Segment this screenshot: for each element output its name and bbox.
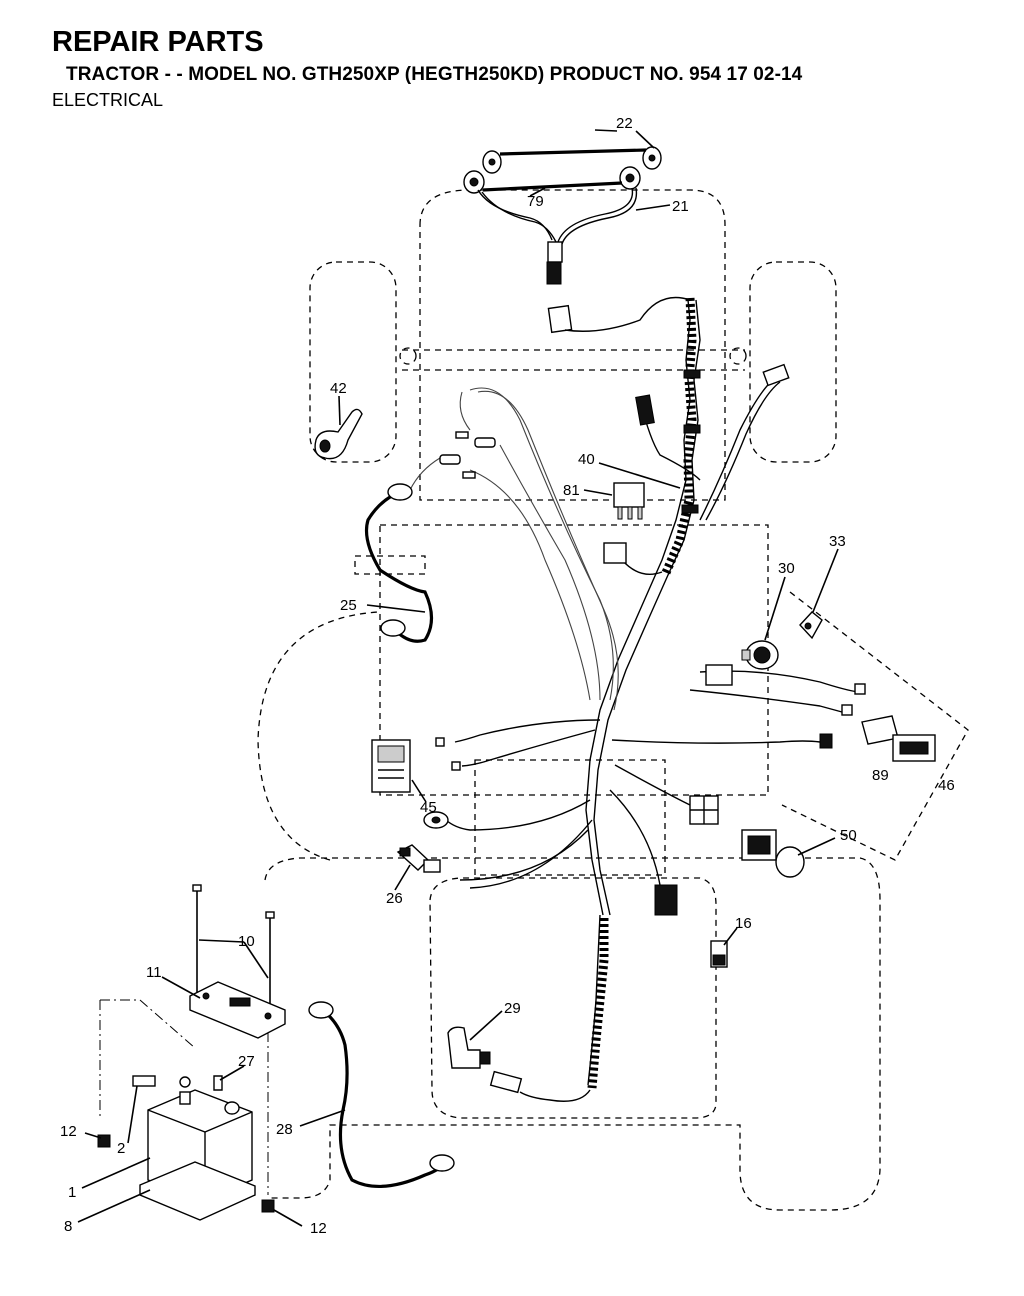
callout-26: 26	[386, 890, 403, 907]
battery-cable-25	[364, 483, 434, 643]
callout-29: 29	[504, 1000, 521, 1017]
tractor-outline	[99, 189, 969, 1211]
callout-28: 28	[276, 1121, 293, 1138]
callout-30: 30	[778, 560, 795, 577]
callout-50: 50	[840, 827, 857, 844]
light-switch-46	[892, 734, 936, 762]
headlight-assembly	[463, 146, 662, 285]
callout-27: 27	[238, 1053, 255, 1070]
ignition-switch	[741, 640, 779, 670]
key	[799, 611, 823, 640]
hold-down-bracket	[189, 981, 286, 1039]
model-subtitle: TRACTOR - - MODEL NO. GTH250XP (HEGTH250…	[66, 64, 803, 85]
hold-down-bolts	[192, 884, 275, 1012]
battery-hardware	[132, 1075, 223, 1091]
pto-switch-50	[741, 829, 805, 878]
callout-33: 33	[829, 533, 846, 550]
callout-2: 2	[117, 1140, 125, 1157]
callout-16: 16	[735, 915, 752, 932]
callout-42: 42	[330, 380, 347, 397]
section-label: ELECTRICAL	[52, 90, 164, 110]
starter-cover	[314, 408, 363, 460]
fuse-holder	[396, 844, 441, 873]
callout-12-left: 12	[60, 1123, 77, 1140]
callout-89: 89	[872, 767, 889, 784]
conduit-top	[660, 297, 701, 577]
callout-10: 10	[238, 933, 255, 950]
ring-terminal-45	[423, 811, 449, 829]
callout-labels: 22 79 21 42 40 81 33 30 25 45 89 46 50 2…	[60, 115, 955, 1237]
hour-meter	[371, 739, 411, 793]
callout-8: 8	[64, 1218, 72, 1235]
conduit-bottom	[587, 918, 609, 1089]
wiring-harness	[409, 296, 866, 1102]
callout-81: 81	[563, 482, 580, 499]
callout-46: 46	[938, 777, 955, 794]
callout-1: 1	[68, 1184, 76, 1201]
callout-22: 22	[616, 115, 633, 132]
callout-79: 79	[527, 193, 544, 210]
callout-40: 40	[578, 451, 595, 468]
relay	[613, 482, 645, 520]
page-title: REPAIR PARTS	[52, 26, 264, 58]
callout-21: 21	[672, 198, 689, 215]
callout-11: 11	[146, 964, 162, 981]
callout-45: 45	[420, 799, 437, 816]
seat-switch-29	[447, 1026, 491, 1069]
leader-lines	[77, 129, 839, 1227]
callout-12-right: 12	[310, 1220, 327, 1237]
battery-cable-28	[308, 1001, 455, 1189]
connector-16	[710, 940, 728, 968]
callout-25: 25	[340, 597, 357, 614]
